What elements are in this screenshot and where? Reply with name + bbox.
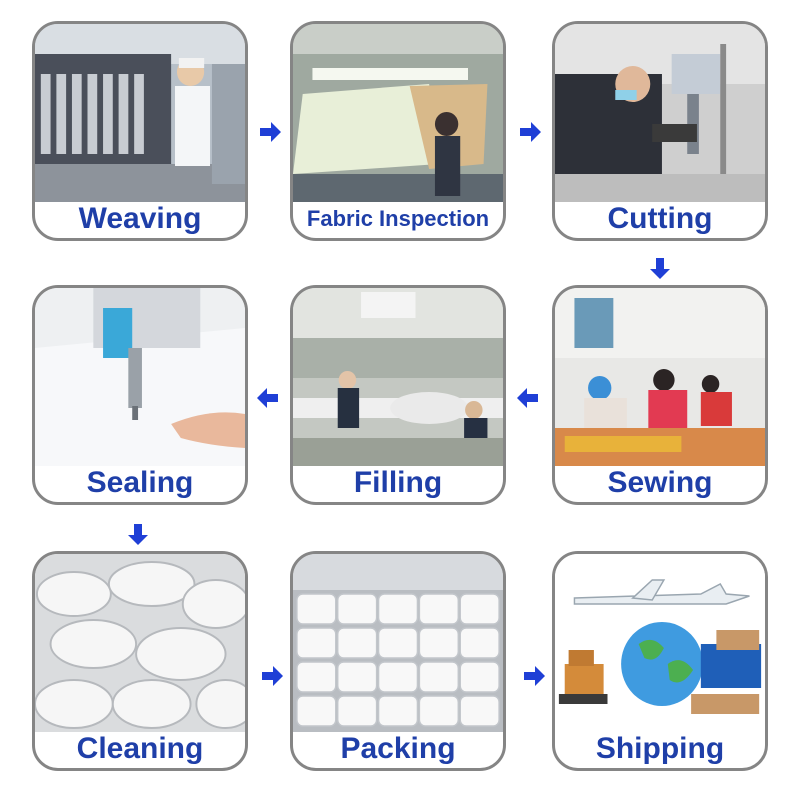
step-label: Shipping bbox=[555, 730, 765, 768]
cleaning-photo bbox=[35, 554, 245, 732]
step-card-fabric-inspection: Fabric Inspection bbox=[290, 21, 506, 241]
weaving-photo bbox=[35, 24, 245, 202]
step-card-sewing: Sewing bbox=[552, 285, 768, 505]
step-label: Weaving bbox=[35, 200, 245, 238]
step-label: Fabric Inspection bbox=[293, 200, 503, 238]
step-label: Packing bbox=[293, 730, 503, 768]
sewing-photo bbox=[555, 288, 765, 466]
filling-photo bbox=[293, 288, 503, 466]
cutting-photo bbox=[555, 24, 765, 202]
arrow-icon bbox=[258, 120, 282, 144]
step-label: Filling bbox=[293, 464, 503, 502]
fabric-inspection-photo bbox=[293, 24, 503, 202]
step-card-weaving: Weaving bbox=[32, 21, 248, 241]
step-card-packing: Packing bbox=[290, 551, 506, 771]
arrow-icon bbox=[522, 664, 546, 688]
shipping-photo bbox=[555, 554, 765, 732]
arrow-icon bbox=[126, 522, 150, 546]
step-label: Cleaning bbox=[35, 730, 245, 768]
step-card-cutting: Cutting bbox=[552, 21, 768, 241]
arrow-icon bbox=[260, 664, 284, 688]
sealing-photo bbox=[35, 288, 245, 466]
arrow-icon bbox=[256, 386, 280, 410]
step-card-cleaning: Cleaning bbox=[32, 551, 248, 771]
arrow-icon bbox=[648, 256, 672, 280]
step-label: Sewing bbox=[555, 464, 765, 502]
step-card-filling: Filling bbox=[290, 285, 506, 505]
step-label: Sealing bbox=[35, 464, 245, 502]
packing-photo bbox=[293, 554, 503, 732]
arrow-icon bbox=[516, 386, 540, 410]
step-card-sealing: Sealing bbox=[32, 285, 248, 505]
arrow-icon bbox=[518, 120, 542, 144]
step-label: Cutting bbox=[555, 200, 765, 238]
step-card-shipping: Shipping bbox=[552, 551, 768, 771]
